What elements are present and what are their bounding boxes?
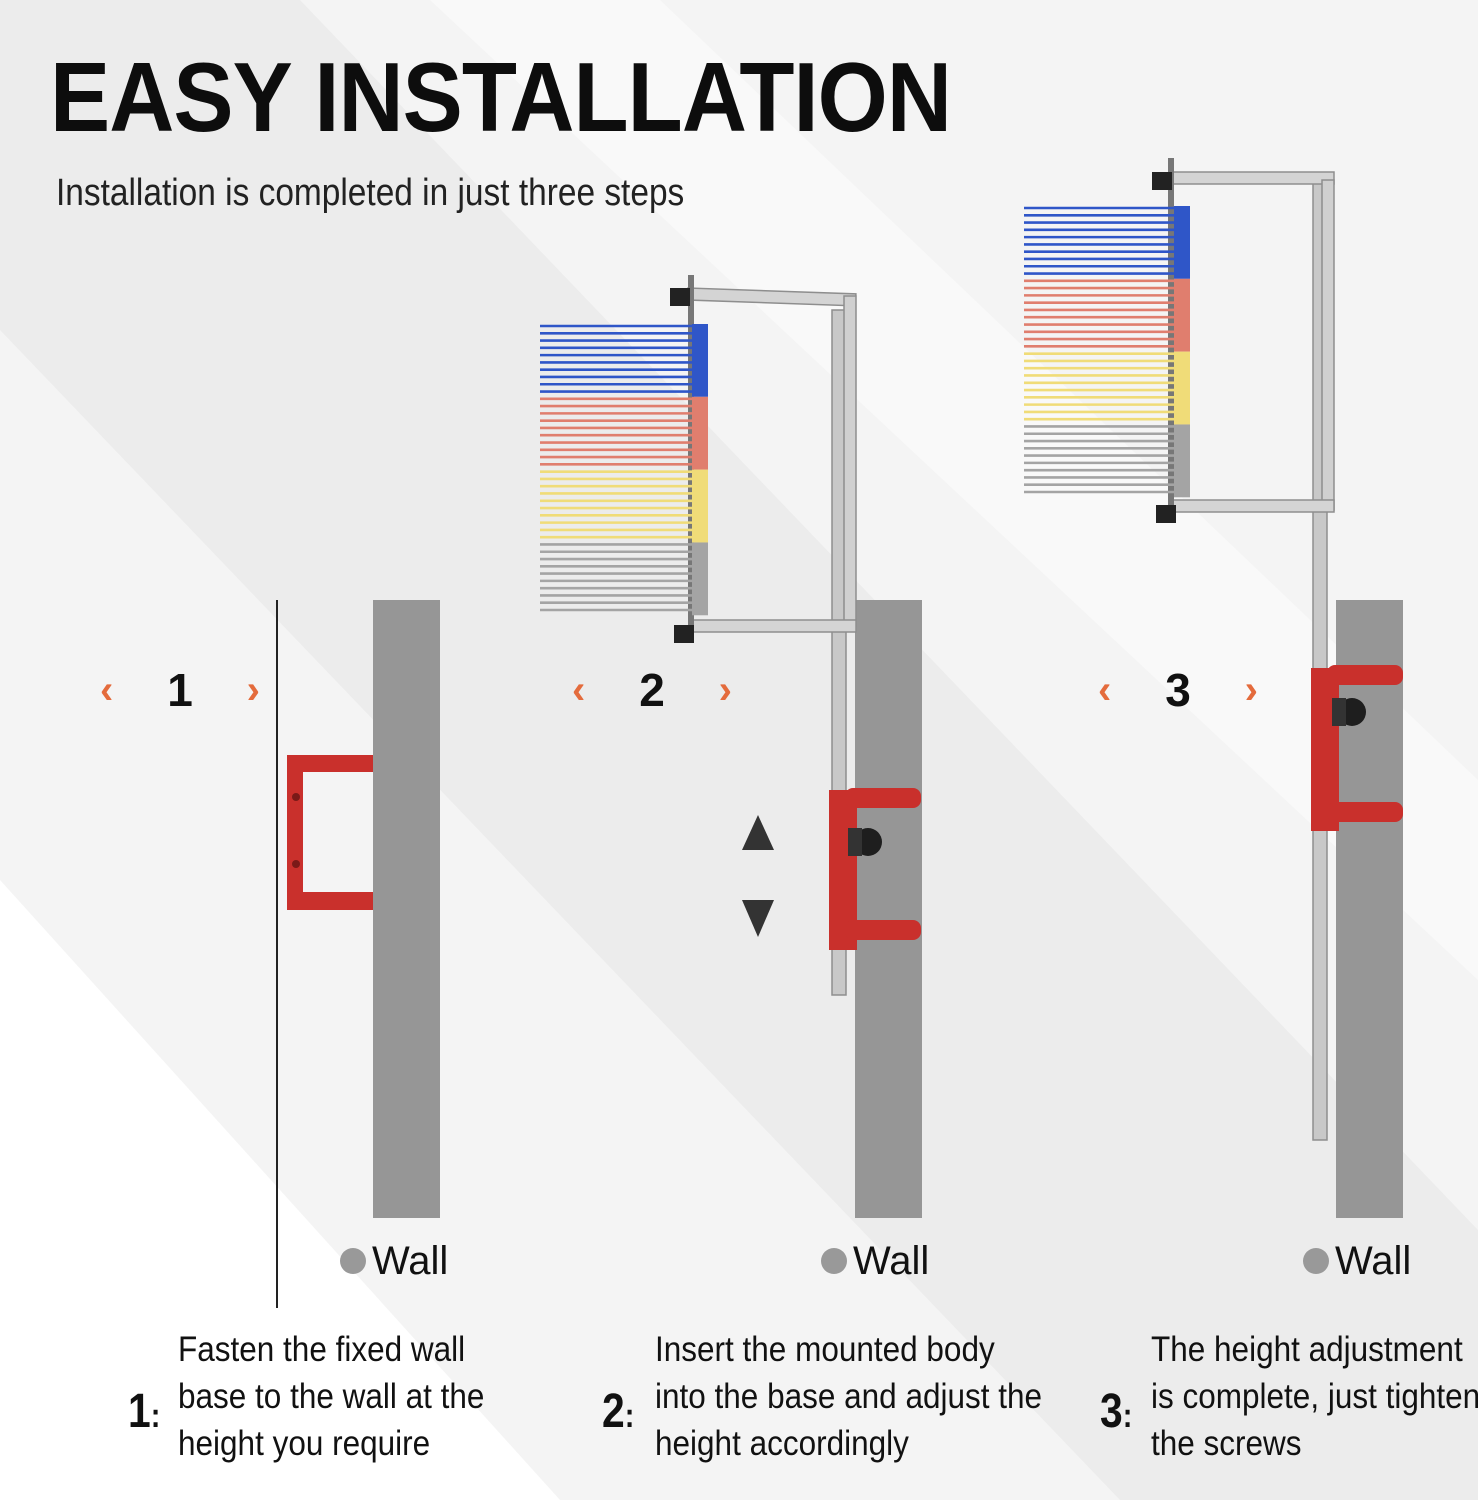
instruction-line: base to the wall at the — [178, 1377, 485, 1416]
instruction-text-3: The height adjustment is complete, just … — [1151, 1326, 1478, 1467]
wall-label-text: Wall — [853, 1238, 930, 1283]
step-nav-2: ‹ 2 › — [572, 660, 732, 720]
arrow-up-icon — [742, 815, 774, 850]
instruction-line: is complete, just tighten — [1151, 1377, 1478, 1416]
rack-spine-segment — [1174, 206, 1190, 279]
step-nav-3: ‹ 3 › — [1098, 660, 1258, 720]
bullet-dot-icon — [340, 1248, 366, 1274]
instruction-line: Fasten the fixed wall — [178, 1330, 466, 1369]
chevron-right-icon: › — [1244, 668, 1258, 712]
chevron-left-icon: ‹ — [1098, 668, 1112, 712]
rack-spine-segment — [692, 396, 708, 470]
chevron-right-icon: › — [718, 668, 732, 712]
wall-label-text: Wall — [1335, 1238, 1412, 1283]
instruction-line: the screws — [1151, 1424, 1302, 1463]
wall-1 — [373, 600, 440, 1218]
rod-rack-3 — [1024, 206, 1190, 498]
arrow-down-icon — [742, 900, 774, 937]
rack-spine-segment — [692, 469, 708, 543]
wall-3 — [1336, 600, 1403, 1218]
instruction-number-text: 3 — [1100, 1385, 1123, 1438]
instruction-separator: : — [1122, 1397, 1133, 1435]
instruction-number-text: 2 — [602, 1385, 625, 1438]
instruction-number-2: 2: — [602, 1384, 634, 1439]
wall-label-1: Wall — [340, 1236, 448, 1286]
bg-stripe — [430, 0, 1478, 980]
instruction-text-1: Fasten the fixed wall base to the wall a… — [178, 1326, 484, 1467]
instruction-number-3: 3: — [1100, 1384, 1132, 1439]
rack-step-2 — [670, 275, 921, 996]
instruction-line: Insert the mounted body — [655, 1330, 995, 1369]
rack-spine-segment — [1174, 424, 1190, 498]
page-subtitle: Installation is completed in just three … — [56, 172, 685, 214]
step-nav-1: ‹ 1 › — [100, 660, 260, 720]
instruction-number-text: 1 — [128, 1385, 151, 1438]
wall-2 — [855, 600, 922, 1218]
chevron-right-icon: › — [246, 668, 260, 712]
step-number: 2 — [639, 664, 665, 716]
instruction-separator: : — [624, 1397, 635, 1435]
rack-spine-segment — [1174, 351, 1190, 425]
rack-spine-segment — [1174, 278, 1190, 352]
instruction-line: height you require — [178, 1424, 431, 1463]
instruction-line: into the base and adjust the — [655, 1377, 1043, 1416]
rod-rack-2 — [540, 324, 708, 616]
step-number: 3 — [1165, 664, 1191, 716]
wall-label-2: Wall — [821, 1236, 929, 1286]
page-title: EASY INSTALLATION — [50, 42, 952, 152]
instruction-number-1: 1: — [128, 1384, 160, 1439]
instruction-text-2: Insert the mounted body into the base an… — [655, 1326, 1042, 1467]
bullet-dot-icon — [1303, 1248, 1329, 1274]
bullet-dot-icon — [821, 1248, 847, 1274]
bg-stripe — [0, 880, 560, 1500]
chevron-left-icon: ‹ — [100, 668, 114, 712]
chevron-left-icon: ‹ — [572, 668, 586, 712]
rack-spine-segment — [692, 542, 708, 616]
wall-label-3: Wall — [1303, 1236, 1411, 1286]
wall-label-text: Wall — [372, 1238, 449, 1283]
instruction-line: The height adjustment — [1151, 1330, 1463, 1369]
instruction-line: height accordingly — [655, 1424, 909, 1463]
instruction-separator: : — [150, 1397, 161, 1435]
step-number: 1 — [167, 664, 193, 716]
wall-base-bracket — [287, 755, 373, 910]
rack-spine-segment — [692, 324, 708, 397]
